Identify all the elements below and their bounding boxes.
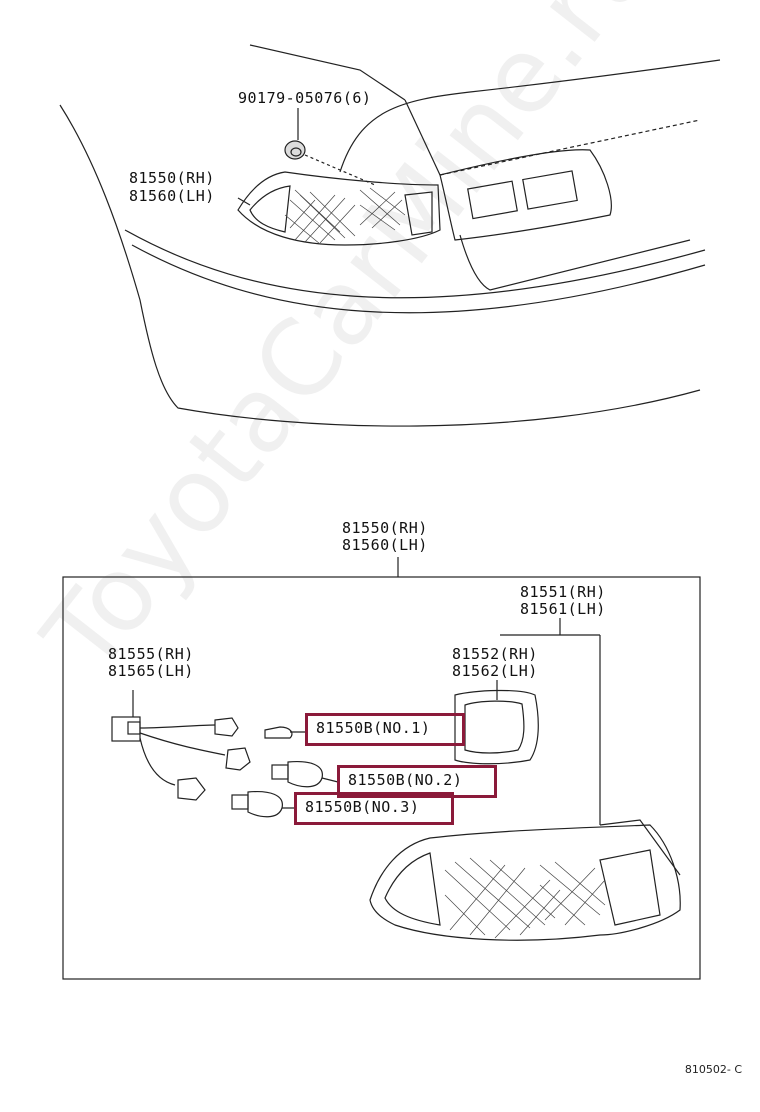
top-tail-lamp [237,171,441,246]
tail-lamp-assembly [369,819,681,941]
bulb-no1-label: 81550B(NO.1) [316,719,431,737]
bulb-no2-callout[interactable]: 81550B(NO.2) [337,765,497,798]
bulb-no1-icon [264,726,293,739]
trunk-garnish [439,149,612,241]
socket-rh-label: 81555(RH) [108,645,194,663]
assembly-rh-label: 81550(RH) [342,519,428,537]
wire-harness [111,716,251,801]
lens-rh-label: 81551(RH) [520,583,606,601]
clip-icon [284,140,306,160]
bulb-no3-icon [231,790,283,818]
assembly-lh-label: 81560(LH) [342,536,428,554]
clip-part-number: 90179-05076(6) [238,89,372,107]
gasket-rh-label: 81552(RH) [452,645,538,663]
top-lamp-lh-label: 81560(LH) [129,187,215,205]
lens-lh-label: 81561(LH) [520,600,606,618]
bulb-no1-callout[interactable]: 81550B(NO.1) [305,713,465,746]
bulb-no3-label: 81550B(NO.3) [305,798,420,816]
top-lamp-rh-label: 81550(RH) [129,169,215,187]
gasket [454,680,539,765]
gasket-lh-label: 81562(LH) [452,662,538,680]
bulb-no3-callout[interactable]: 81550B(NO.3) [294,792,454,825]
diagram-code: 810502- C [684,1063,742,1076]
assembly-frame [62,576,701,980]
bulb-no2-label: 81550B(NO.2) [348,771,463,789]
car-body [59,44,721,427]
socket-lh-label: 81565(LH) [108,662,194,680]
bulb-no2-icon [271,760,323,788]
